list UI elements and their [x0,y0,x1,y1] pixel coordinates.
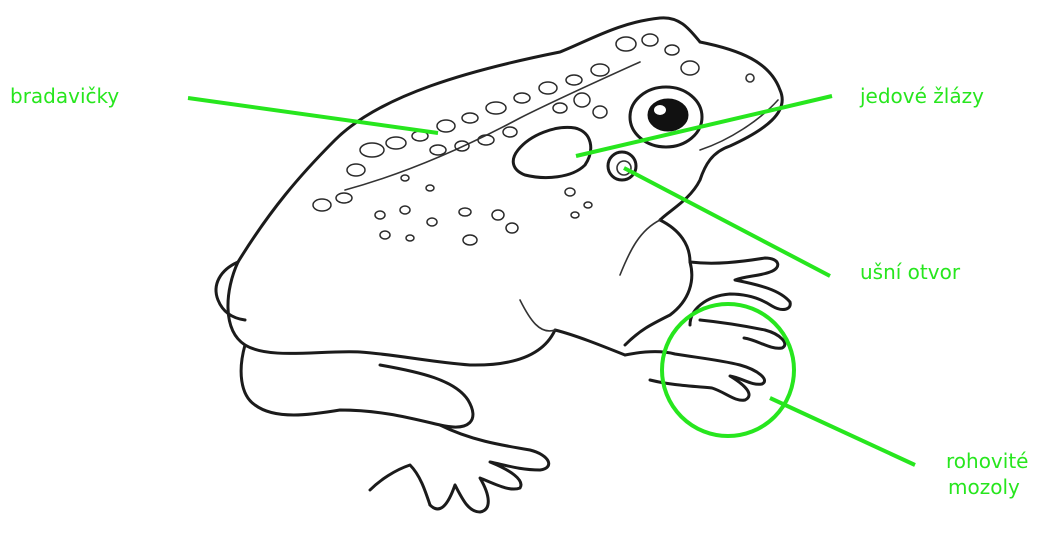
toad-body-outline [238,18,782,262]
nostril [746,74,754,82]
hind-leg [241,345,473,427]
label-poison-glands: jedové žlázy [860,84,984,108]
pointer-glands [576,96,832,156]
eye-pupil [648,99,688,131]
wart [565,188,575,196]
parotoid-gland [513,127,590,177]
wart [375,211,385,219]
wart [336,193,352,203]
hind-foot [430,425,549,512]
wart [584,202,592,208]
annotation-pointers [188,96,915,465]
toad-throat [625,220,692,345]
wart [681,61,699,75]
wart [360,143,384,157]
wart [478,135,494,145]
wart [492,210,504,220]
toad-belly-outline [228,262,625,365]
wart [426,185,434,191]
wart [616,37,636,51]
wart [642,34,658,46]
label-ear-opening: ušní otvor [860,260,960,284]
wart [486,102,506,114]
wart [427,218,437,226]
eye-highlight [654,105,666,115]
skin-fold [620,220,660,275]
pointer-warts [188,98,438,133]
front-finger-top [700,320,785,348]
wart [459,208,471,216]
wart [462,113,478,123]
wart [430,145,446,155]
wart [539,82,557,94]
wart [574,93,590,107]
wart [566,75,582,85]
wart [593,106,607,118]
label-horny-line2: mozoly [946,474,1028,500]
toad-drawing [216,18,790,512]
wart [380,231,390,239]
pointer-horny [770,398,915,465]
wart [665,45,679,55]
hind-toes [370,465,430,505]
wart [437,120,455,132]
wart [591,64,609,76]
wart [406,235,414,241]
wart [514,93,530,103]
front-leg [690,258,790,325]
wart [347,164,365,176]
label-horny-line1: rohovité [946,448,1028,474]
wart [401,175,409,181]
wart [313,199,331,211]
wart [400,206,410,214]
label-horny-calluses: rohovité mozoly [946,448,1028,500]
wart [571,212,579,218]
skin-fold [520,300,555,331]
wart [463,235,477,245]
wart [553,103,567,113]
label-warts: bradavičky [10,84,119,108]
wart [503,127,517,137]
wart [506,223,518,233]
wart [386,137,406,149]
tympanum [608,152,636,180]
front-hand [625,352,765,401]
